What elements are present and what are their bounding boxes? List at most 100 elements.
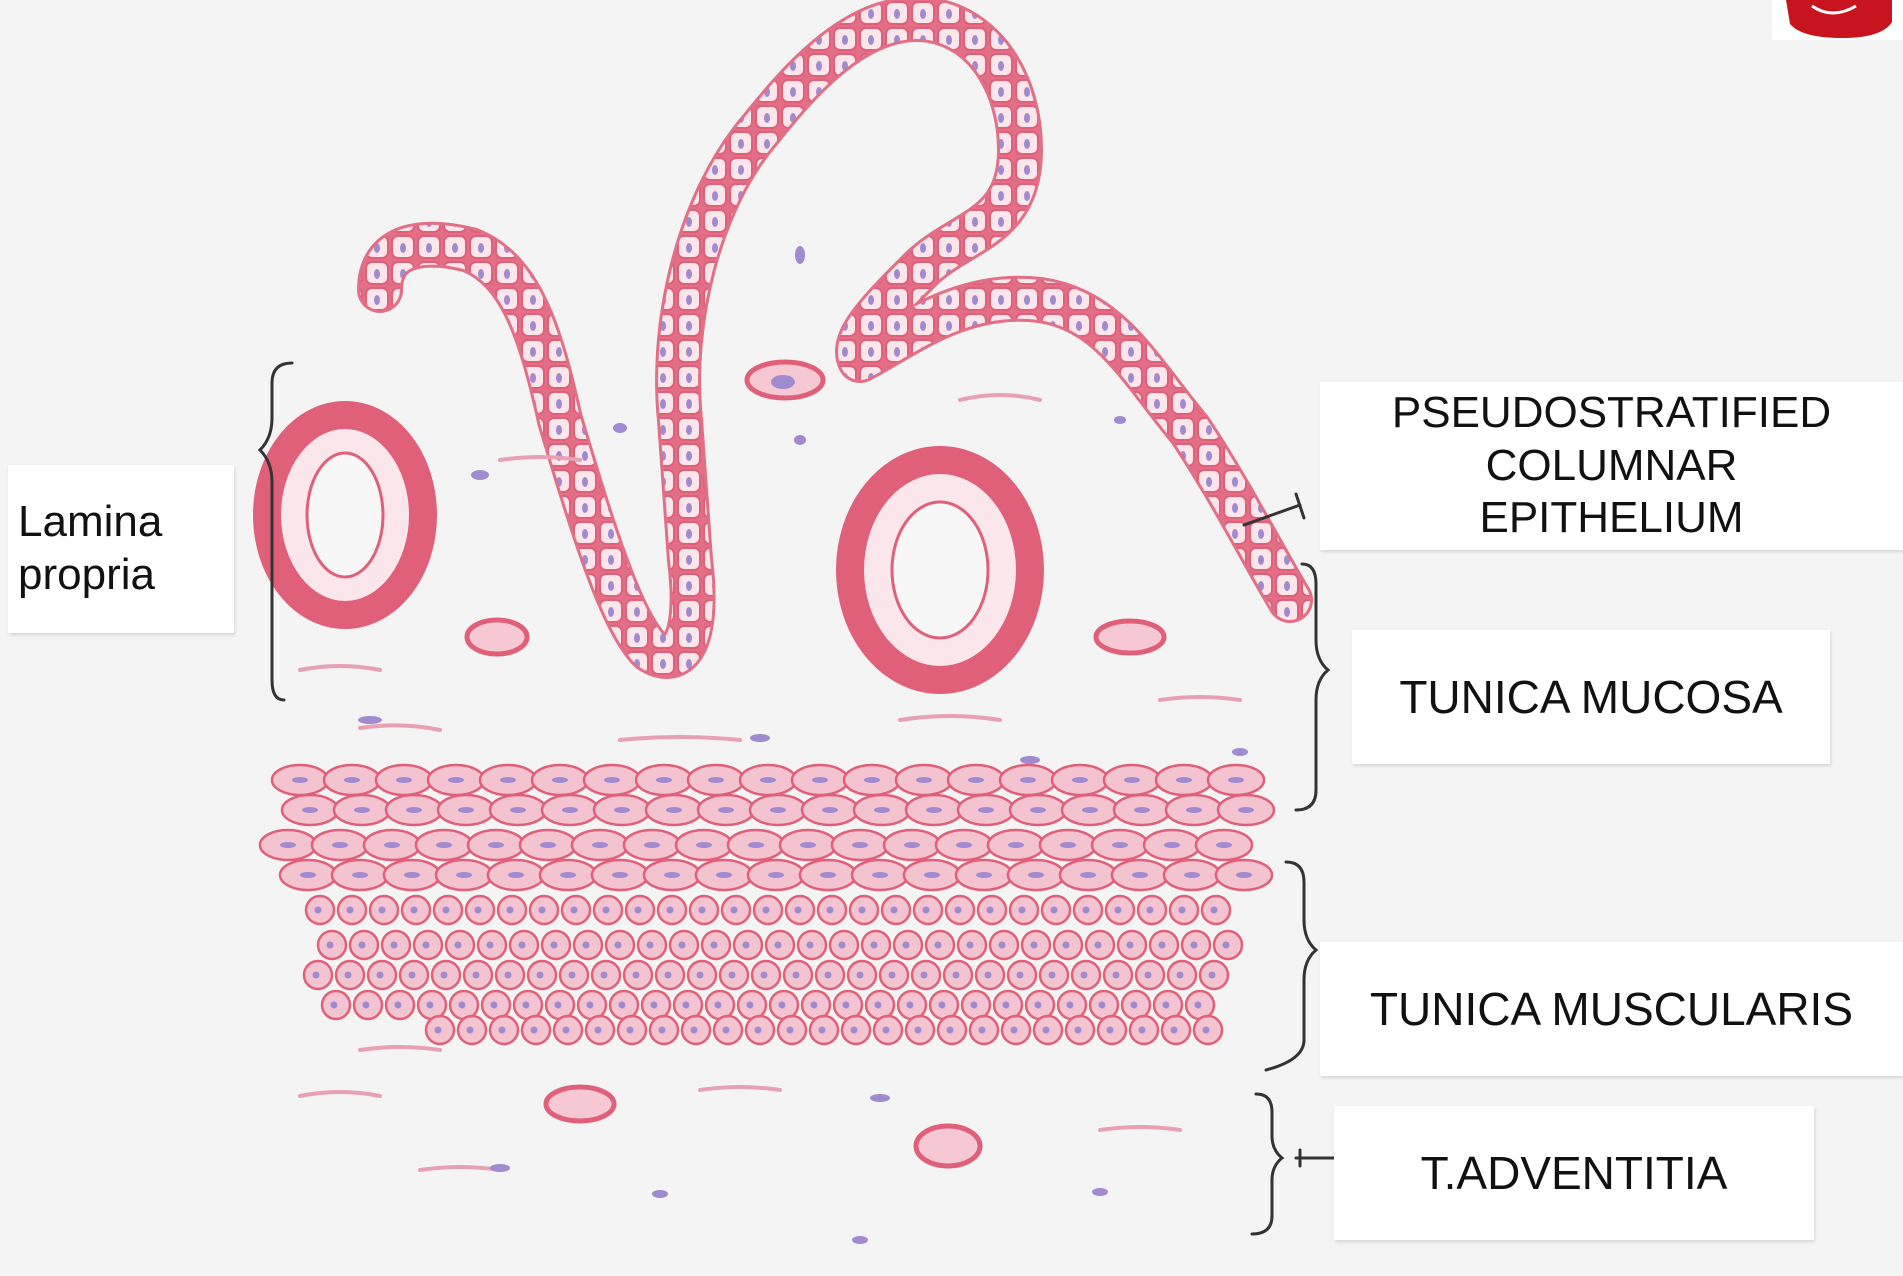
muscle-cell-nucleus xyxy=(819,1027,826,1034)
muscle-cell-nucleus xyxy=(456,872,472,878)
muscle-cell-nucleus xyxy=(839,942,846,949)
muscle-cell-nucleus xyxy=(926,807,942,813)
muscle-cell-nucleus xyxy=(1139,1027,1146,1034)
muscle-cell-nucleus xyxy=(985,972,992,979)
muscle-cell-nucleus xyxy=(300,872,316,878)
muscle-cell-nucleus xyxy=(377,972,384,979)
muscle-cell-nucleus xyxy=(635,907,642,914)
muscle-cell-nucleus xyxy=(436,842,452,848)
muscle-cell-nucleus xyxy=(743,942,750,949)
muscle-cell-nucleus xyxy=(875,1002,882,1009)
muscle-cell-nucleus xyxy=(352,872,368,878)
muscle-cell-nucleus xyxy=(871,942,878,949)
muscle-cell-nucleus xyxy=(315,907,322,914)
muscle-cell-nucleus xyxy=(1043,1027,1050,1034)
muscle-cell-nucleus xyxy=(1171,1027,1178,1034)
muscle-cell-nucleus xyxy=(644,842,660,848)
muscle-cell-nucleus xyxy=(659,1027,666,1034)
muscle-cell-nucleus xyxy=(715,1002,722,1009)
muscle-cell-nucleus xyxy=(1211,907,1218,914)
muscle-cell-nucleus xyxy=(519,942,526,949)
muscle-cell-nucleus xyxy=(1080,872,1096,878)
muscle-cell-nucleus xyxy=(619,1002,626,1009)
muscle-cell-nucleus xyxy=(627,1027,634,1034)
muscle-cell-nucleus xyxy=(391,942,398,949)
muscle-cell-nucleus xyxy=(665,972,672,979)
muscle-cell-nucleus xyxy=(763,907,770,914)
muscle-cell-nucleus xyxy=(1031,942,1038,949)
muscle-cell-nucleus xyxy=(1113,972,1120,979)
muscle-cell-nucleus xyxy=(396,777,412,783)
muscle-cell-nucleus xyxy=(729,972,736,979)
muscle-cell-nucleus xyxy=(978,807,994,813)
muscle-cell-nucleus xyxy=(1082,807,1098,813)
muscle-cell-nucleus xyxy=(555,1002,562,1009)
vessel-2 xyxy=(467,620,527,654)
muscle-cell-nucleus xyxy=(411,907,418,914)
muscle-cell-nucleus xyxy=(843,1002,850,1009)
muscle-cell-nucleus xyxy=(467,1027,474,1034)
muscle-cell-nucleus xyxy=(1051,907,1058,914)
muscle-cell-nucleus xyxy=(656,777,672,783)
muscle-cell-nucleus xyxy=(1145,972,1152,979)
muscle-cell-nucleus xyxy=(651,1002,658,1009)
muscle-cell-nucleus xyxy=(499,1027,506,1034)
muscle-cell-nucleus xyxy=(1107,1027,1114,1034)
muscle-cell-nucleus xyxy=(510,807,526,813)
label-lamina-propria-line-1: Lamina xyxy=(18,496,162,549)
muscle-cell-nucleus xyxy=(540,842,556,848)
muscle-cell-nucleus xyxy=(1075,1027,1082,1034)
muscle-cell-nucleus xyxy=(458,807,474,813)
muscle-cell-nucleus xyxy=(531,1027,538,1034)
muscle-cell-nucleus xyxy=(595,1027,602,1034)
muscle-cell-nucleus xyxy=(691,1027,698,1034)
muscle-cell-nucleus xyxy=(852,842,868,848)
muscle-cell-nucleus xyxy=(747,1002,754,1009)
label-t-adventitia: T.ADVENTITIA xyxy=(1334,1106,1814,1240)
muscle-cell-nucleus xyxy=(302,807,318,813)
muscle-cell-nucleus xyxy=(347,907,354,914)
muscle-cell-nucleus xyxy=(363,1002,370,1009)
muscle-cell-nucleus xyxy=(1179,907,1186,914)
muscle-cell-nucleus xyxy=(987,907,994,914)
muscle-cell-nucleus xyxy=(761,972,768,979)
muscle-cell-nucleus xyxy=(872,872,888,878)
muscle-cell-nucleus xyxy=(604,777,620,783)
muscle-cell-nucleus xyxy=(1209,972,1216,979)
muscle-cell-nucleus xyxy=(953,972,960,979)
muscle-cell-nucleus xyxy=(903,942,910,949)
muscle-cell-nucleus xyxy=(344,777,360,783)
muscle-cell-nucleus xyxy=(455,942,462,949)
muscle-cell-nucleus xyxy=(633,972,640,979)
gland-left-lumen xyxy=(307,453,383,577)
muscle-cell-nucleus xyxy=(923,907,930,914)
muscle-cell-nucleus xyxy=(1115,907,1122,914)
muscle-cell-nucleus xyxy=(409,972,416,979)
muscle-cell-nucleus xyxy=(697,972,704,979)
muscle-cell-nucleus xyxy=(768,872,784,878)
muscle-cell-nucleus xyxy=(423,942,430,949)
muscle-cell-nucleus xyxy=(1147,907,1154,914)
muscle-cell-nucleus xyxy=(1030,807,1046,813)
muscle-cell-nucleus xyxy=(292,777,308,783)
muscle-cell-nucleus xyxy=(889,972,896,979)
muscle-cell-nucleus xyxy=(907,1002,914,1009)
muscle-cell-nucleus xyxy=(883,1027,890,1034)
muscle-cell-nucleus xyxy=(716,872,732,878)
red-seal-icon xyxy=(1772,0,1903,40)
muscle-cell-nucleus xyxy=(379,907,386,914)
muscle-cell-nucleus xyxy=(760,777,776,783)
muscle-cell-nucleus xyxy=(1184,872,1200,878)
muscle-cell-nucleus xyxy=(1095,942,1102,949)
muscle-cell-nucleus xyxy=(1035,1002,1042,1009)
muscle-cell-nucleus xyxy=(947,1027,954,1034)
muscle-cell-nucleus xyxy=(1008,842,1024,848)
label-lamina-propria: Lamina propria xyxy=(8,465,234,633)
muscle-cell-nucleus xyxy=(551,942,558,949)
vessel-5 xyxy=(916,1126,980,1166)
muscle-cell-nucleus xyxy=(666,807,682,813)
label-tunica-mucosa-text: TUNICA MUCOSA xyxy=(1399,670,1782,724)
muscle-cell-nucleus xyxy=(1216,842,1232,848)
muscle-cell-nucleus xyxy=(507,907,514,914)
muscle-cell-nucleus xyxy=(1236,872,1252,878)
